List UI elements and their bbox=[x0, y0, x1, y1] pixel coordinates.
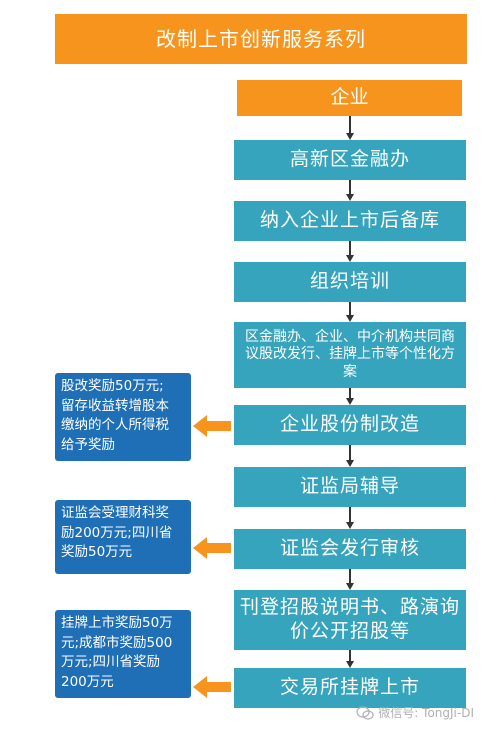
diagram-title: 改制上市创新服务系列 bbox=[55, 14, 467, 64]
arrow-down-icon bbox=[346, 315, 354, 322]
step-training: 组织培训 bbox=[234, 262, 466, 302]
connector bbox=[349, 507, 351, 522]
arrow-left-icon bbox=[193, 415, 231, 437]
step-enterprise: 企业 bbox=[237, 80, 462, 116]
connector bbox=[349, 302, 351, 315]
connector bbox=[349, 241, 351, 255]
arrow-down-icon bbox=[346, 661, 354, 668]
step-custom-plan: 区金融办、企业、中介机构共同商议股改发行、挂牌上市等个性化方案 bbox=[234, 322, 466, 388]
connector bbox=[349, 116, 351, 133]
arrow-down-icon bbox=[346, 194, 354, 201]
connector bbox=[349, 388, 351, 398]
wechat-icon bbox=[356, 705, 374, 720]
arrow-down-icon bbox=[346, 522, 354, 529]
arrow-down-icon bbox=[346, 460, 354, 467]
step-prospectus: 刊登招股说明书、路演询价公开招股等 bbox=[234, 590, 466, 650]
reward-csrc: 证监会受理财科奖 励200万元;四川省 奖励50万元 bbox=[55, 500, 191, 574]
arrow-left-icon bbox=[193, 676, 231, 698]
reward-listing: 挂牌上市奖励50万 元;成都市奖励500 万元;四川省奖励 200万元 bbox=[55, 610, 191, 698]
connector bbox=[349, 180, 351, 194]
arrow-left-icon bbox=[193, 537, 231, 559]
step-exchange-listing: 交易所挂牌上市 bbox=[234, 668, 466, 708]
arrow-down-icon bbox=[346, 255, 354, 262]
watermark-text: 微信号: TongJi-DI bbox=[378, 706, 474, 720]
step-shareholding-reform: 企业股份制改造 bbox=[234, 405, 466, 445]
arrow-down-icon bbox=[346, 133, 354, 140]
watermark: 微信号: TongJi-DI bbox=[356, 704, 474, 721]
step-csrc-review: 证监会发行审核 bbox=[234, 529, 466, 569]
arrow-down-icon bbox=[346, 398, 354, 405]
arrow-down-icon bbox=[346, 583, 354, 590]
reward-shareholding: 股改奖励50万元; 留存收益转增股本 缴纳的个人所得税 给予奖励 bbox=[55, 373, 191, 461]
step-regulator-guidance: 证监局辅导 bbox=[234, 467, 466, 507]
connector bbox=[349, 650, 351, 661]
connector bbox=[349, 569, 351, 583]
connector bbox=[349, 445, 351, 460]
step-finance-office: 高新区金融办 bbox=[234, 140, 466, 180]
step-reserve-list: 纳入企业上市后备库 bbox=[234, 201, 466, 241]
